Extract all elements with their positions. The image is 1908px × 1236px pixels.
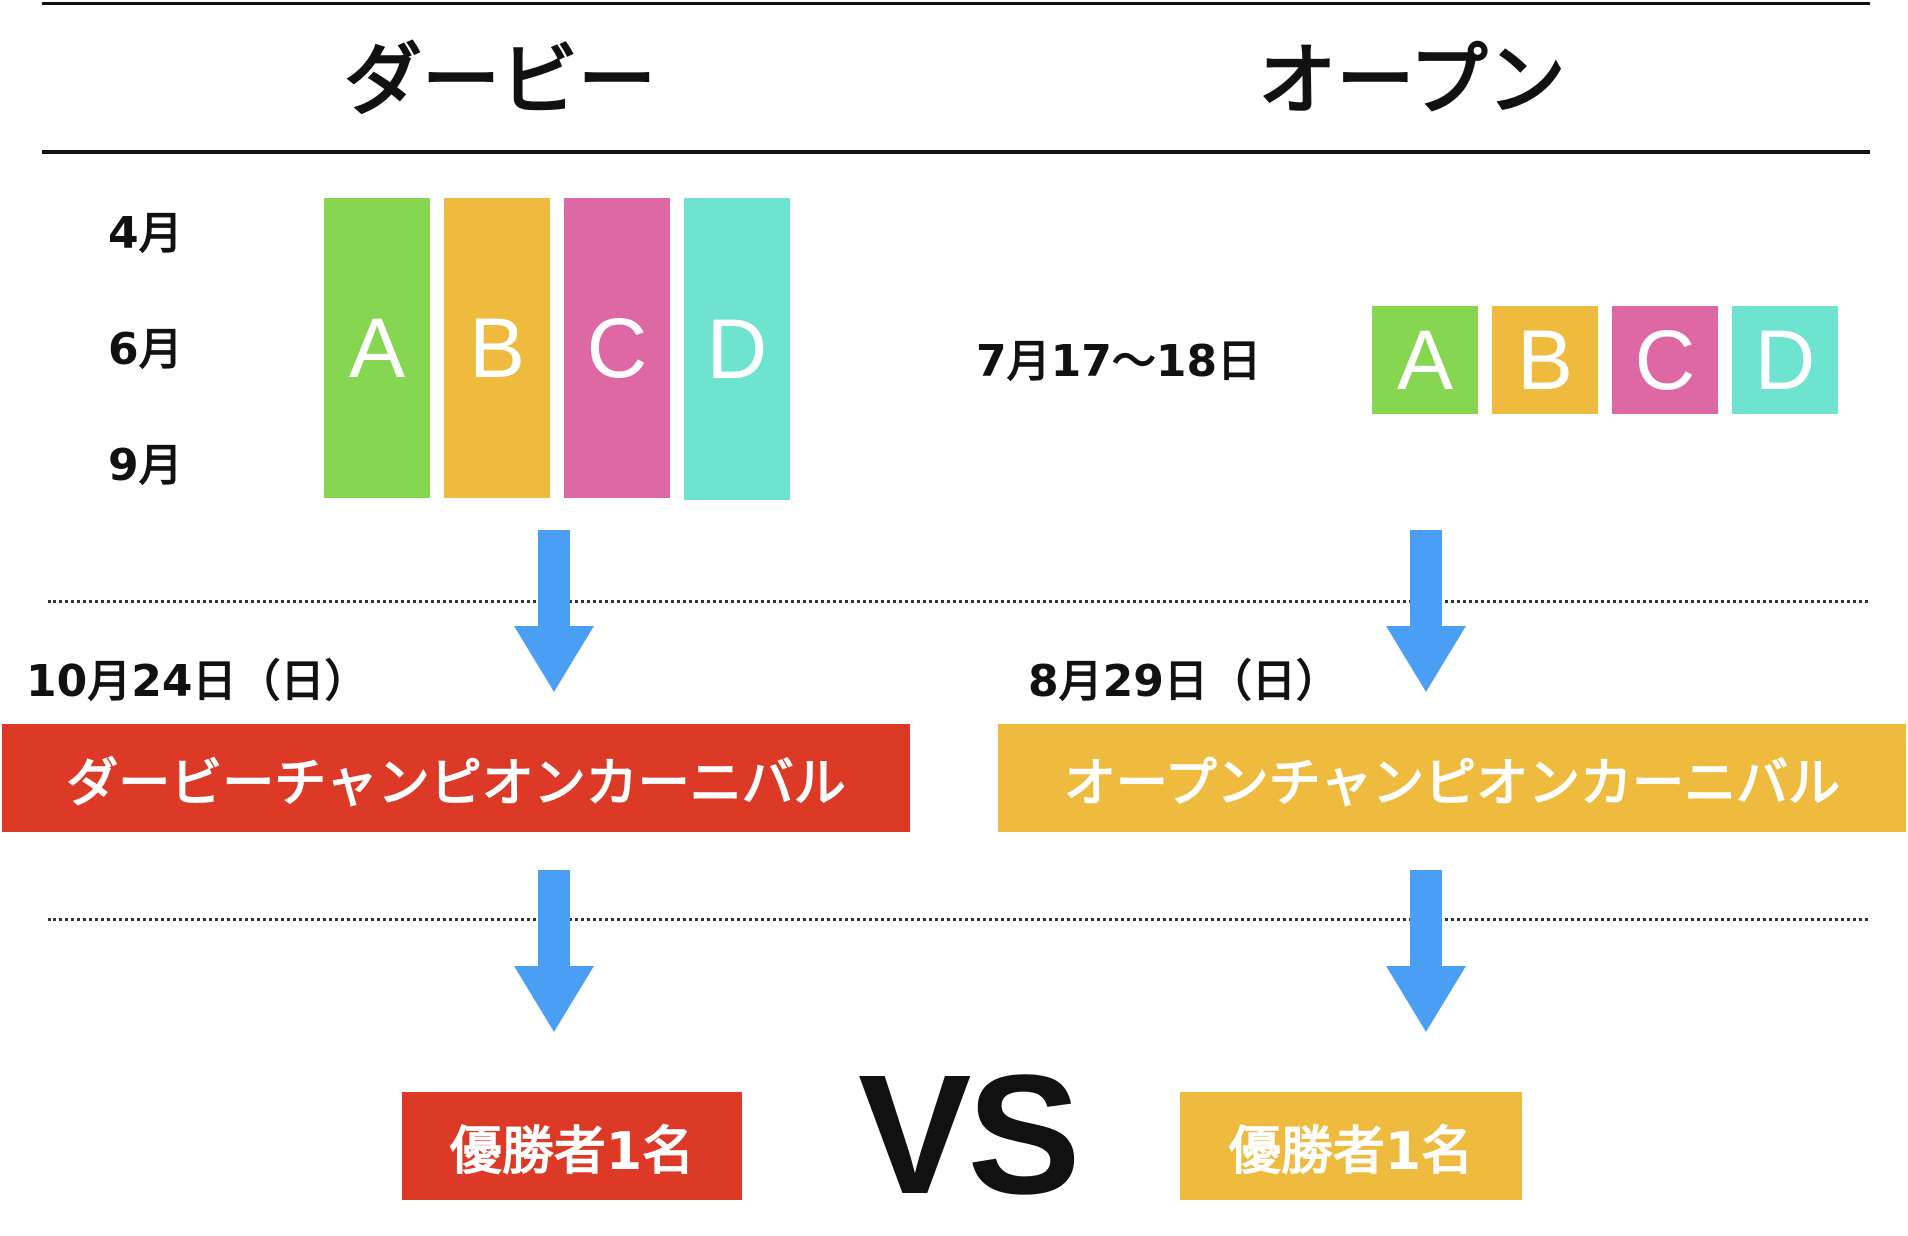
derby-championship-banner: ダービーチャンピオンカーニバル [2,724,910,832]
open-final-date: 8月29日（日） [1028,656,1340,707]
vs-label: VS [858,1040,1081,1230]
dotted-separator-2 [48,918,1868,921]
derby-winner-badge: 優勝者1名 [402,1092,742,1200]
derby-block-b: B [444,198,550,498]
month-label-april: 4月 [108,208,183,259]
arrow-down-icon [514,530,594,692]
header-rule [42,150,1870,154]
open-qualifier-date: 7月17〜18日 [976,336,1262,387]
month-label-june: 6月 [108,324,183,375]
top-rule [42,2,1870,5]
derby-final-date: 10月24日（日） [26,656,369,707]
derby-block-d: D [684,198,790,500]
month-label-september: 9月 [108,440,183,491]
open-championship-banner: オープンチャンピオンカーニバル [998,724,1906,832]
arrow-down-icon [1386,530,1466,692]
open-block-a: A [1372,306,1478,414]
open-winner-badge: 優勝者1名 [1180,1092,1522,1200]
dotted-separator-1 [48,600,1868,603]
derby-block-c: C [564,198,670,498]
derby-block-a: A [324,198,430,498]
open-block-c: C [1612,306,1718,414]
open-block-d: D [1732,306,1838,414]
arrow-down-icon [1386,870,1466,1032]
heading-derby: ダービー [343,36,656,126]
arrow-down-icon [514,870,594,1032]
heading-open: オープン [1258,36,1566,126]
open-block-b: B [1492,306,1598,414]
